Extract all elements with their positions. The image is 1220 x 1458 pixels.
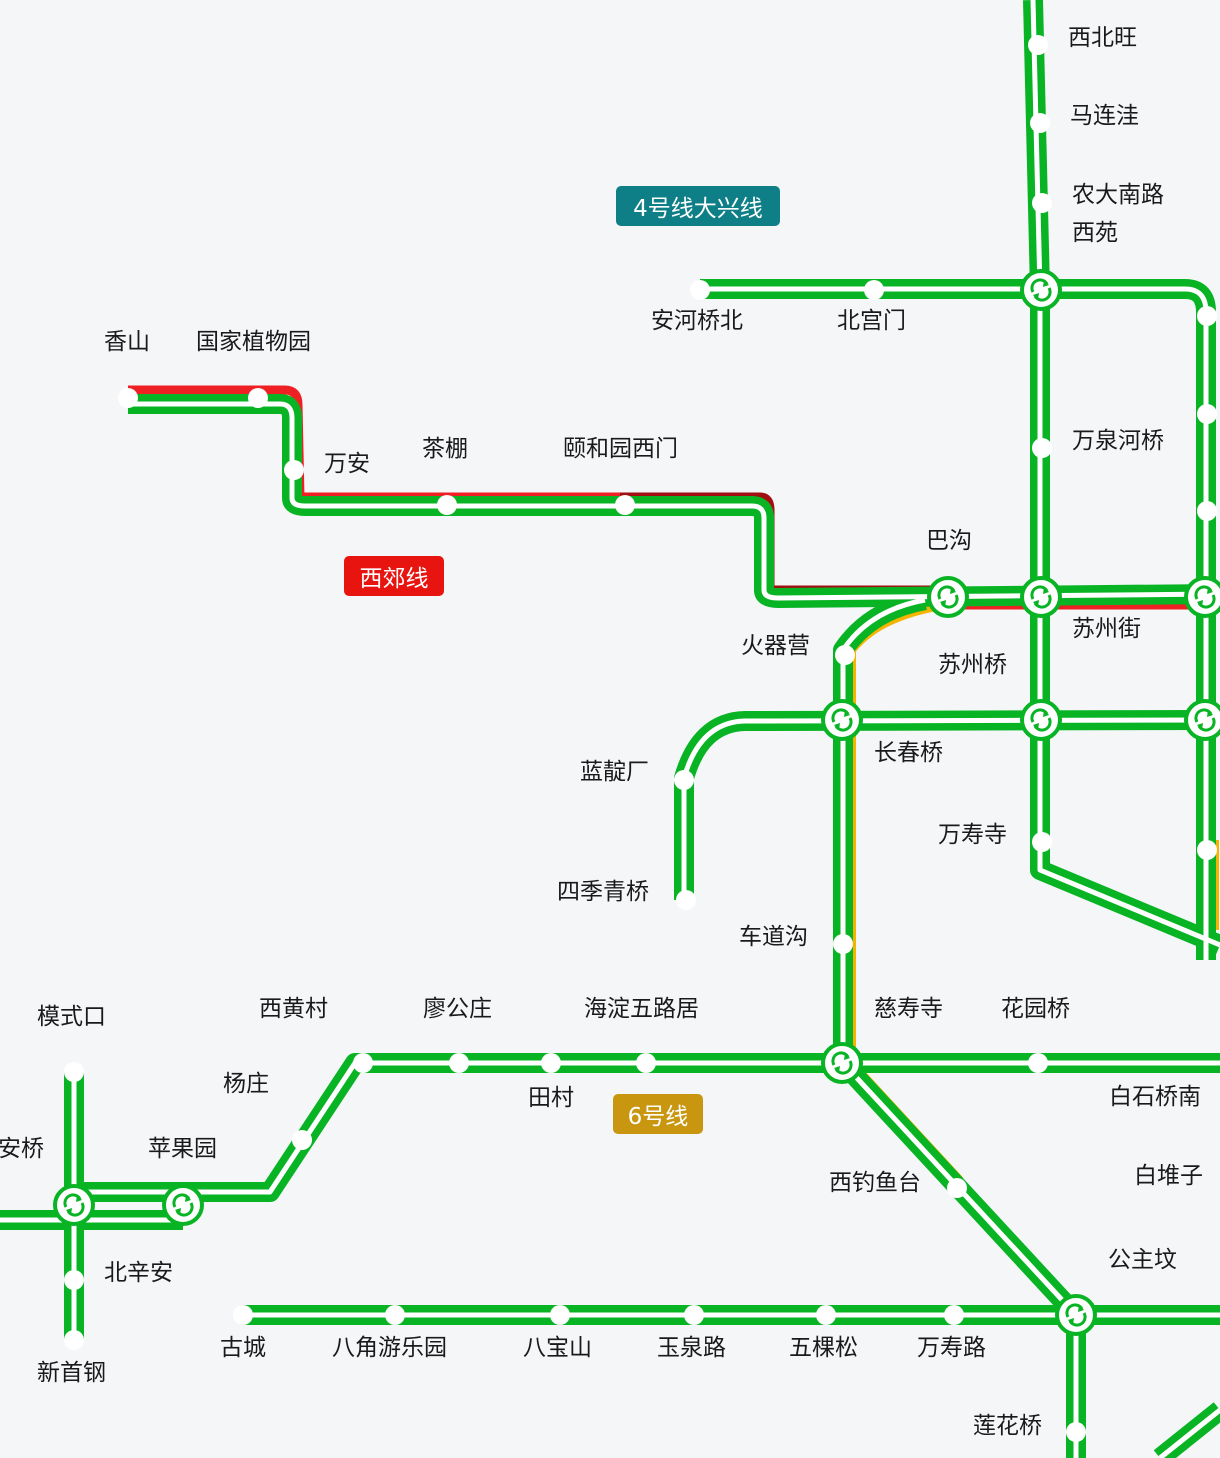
station-dot[interactable] — [1030, 113, 1050, 133]
station-label[interactable]: 火器营 — [741, 633, 810, 659]
station-dot[interactable] — [1197, 404, 1217, 424]
station-dot[interactable] — [636, 1053, 656, 1073]
station-label[interactable]: 白石桥南 — [1109, 1084, 1201, 1110]
station-dot[interactable] — [1032, 832, 1052, 852]
station-dot[interactable] — [248, 388, 268, 408]
station-dot[interactable] — [550, 1305, 570, 1325]
station-dot[interactable] — [284, 460, 304, 480]
station-dot[interactable] — [1066, 1422, 1086, 1442]
station-label[interactable]: 安河桥北 — [651, 308, 743, 334]
station-label[interactable]: 万寿寺 — [938, 822, 1007, 848]
station-dot[interactable] — [615, 495, 635, 515]
station-dot[interactable] — [292, 1130, 312, 1150]
station-label[interactable]: 北宫门 — [837, 308, 906, 334]
line-badge-xijiao[interactable]: 西郊线 — [344, 556, 444, 596]
station-label[interactable]: 莲花桥 — [973, 1413, 1042, 1439]
station-dot[interactable] — [541, 1053, 561, 1073]
station-label[interactable]: 颐和园西门 — [563, 436, 678, 462]
station-label[interactable]: 花园桥 — [1001, 996, 1070, 1022]
station-label[interactable]: 八宝山 — [523, 1335, 592, 1361]
station-label[interactable]: 苏州街 — [1072, 616, 1141, 642]
station-label[interactable]: 模式口 — [37, 1004, 106, 1030]
station-dot[interactable] — [1028, 1053, 1048, 1073]
station-dot[interactable] — [684, 1305, 704, 1325]
station-label[interactable]: 玉泉路 — [657, 1335, 726, 1361]
station-dot[interactable] — [64, 1330, 84, 1350]
station-dot[interactable] — [690, 280, 710, 300]
station-label[interactable]: 慈寿寺 — [874, 996, 943, 1022]
station-dot[interactable] — [1032, 438, 1052, 458]
station-label[interactable]: 西黄村 — [259, 996, 328, 1022]
station-label[interactable]: 香山 — [104, 329, 150, 355]
station-label[interactable]: 万泉河桥 — [1072, 428, 1164, 454]
station-label[interactable]: 海淀五路居 — [584, 996, 699, 1022]
station-label[interactable]: 田村 — [528, 1085, 574, 1111]
station-label[interactable]: 西钓鱼台 — [829, 1170, 921, 1196]
station-label[interactable]: 公主坟 — [1108, 1247, 1177, 1273]
station-dot[interactable] — [676, 890, 696, 910]
station-label[interactable]: 蓝靛厂 — [580, 759, 649, 785]
station-label[interactable]: 苏州桥 — [938, 652, 1007, 678]
station-dot[interactable] — [385, 1305, 405, 1325]
station-dot[interactable] — [833, 934, 853, 954]
station-dot[interactable] — [816, 1305, 836, 1325]
station-dot[interactable] — [1032, 193, 1052, 213]
station-dot[interactable] — [944, 1305, 964, 1325]
line-badge-4-daxing[interactable]: 4号线大兴线 — [616, 186, 780, 226]
station-dot[interactable] — [353, 1053, 373, 1073]
station-label[interactable]: 白堆子 — [1134, 1163, 1203, 1189]
station-label[interactable]: 古城 — [220, 1335, 266, 1361]
station-label[interactable]: 安桥 — [0, 1136, 44, 1162]
station-dot[interactable] — [64, 1270, 84, 1290]
station-label[interactable]: 国家植物园 — [196, 329, 311, 355]
station-label[interactable]: 西北旺 — [1068, 25, 1137, 51]
station-label[interactable]: 廖公庄 — [423, 996, 492, 1022]
station-label[interactable]: 杨庄 — [223, 1071, 269, 1097]
station-label[interactable]: 巴沟 — [926, 528, 972, 554]
station-label[interactable]: 农大南路 — [1072, 182, 1164, 208]
station-dot[interactable] — [947, 1178, 967, 1198]
station-dot[interactable] — [449, 1053, 469, 1073]
station-label[interactable]: 车道沟 — [739, 924, 808, 950]
station-dot[interactable] — [1197, 840, 1217, 860]
station-label[interactable]: 八角游乐园 — [332, 1335, 447, 1361]
station-label[interactable]: 北辛安 — [104, 1260, 173, 1286]
station-dot[interactable] — [674, 770, 694, 790]
station-dots — [64, 35, 1217, 1442]
station-label[interactable]: 苹果园 — [148, 1136, 217, 1162]
station-label[interactable]: 茶棚 — [422, 436, 468, 462]
station-dot[interactable] — [1197, 501, 1217, 521]
station-dot[interactable] — [1028, 35, 1048, 55]
station-label[interactable]: 长春桥 — [874, 740, 943, 766]
station-dot[interactable] — [233, 1305, 253, 1325]
station-label[interactable]: 四季青桥 — [557, 879, 649, 905]
station-dot[interactable] — [1197, 306, 1217, 326]
station-label[interactable]: 万寿路 — [917, 1335, 986, 1361]
station-dot[interactable] — [864, 280, 884, 300]
line-badge-6[interactable]: 6号线 — [613, 1094, 703, 1134]
station-label[interactable]: 马连洼 — [1070, 103, 1139, 129]
station-dot[interactable] — [437, 495, 457, 515]
station-dot[interactable] — [64, 1062, 84, 1082]
station-dot[interactable] — [118, 388, 138, 408]
station-label[interactable]: 万安 — [324, 451, 370, 477]
station-label[interactable]: 五棵松 — [789, 1335, 858, 1361]
station-dot[interactable] — [835, 645, 855, 665]
station-label[interactable]: 新首钢 — [37, 1360, 106, 1386]
station-label[interactable]: 西苑 — [1072, 220, 1118, 246]
